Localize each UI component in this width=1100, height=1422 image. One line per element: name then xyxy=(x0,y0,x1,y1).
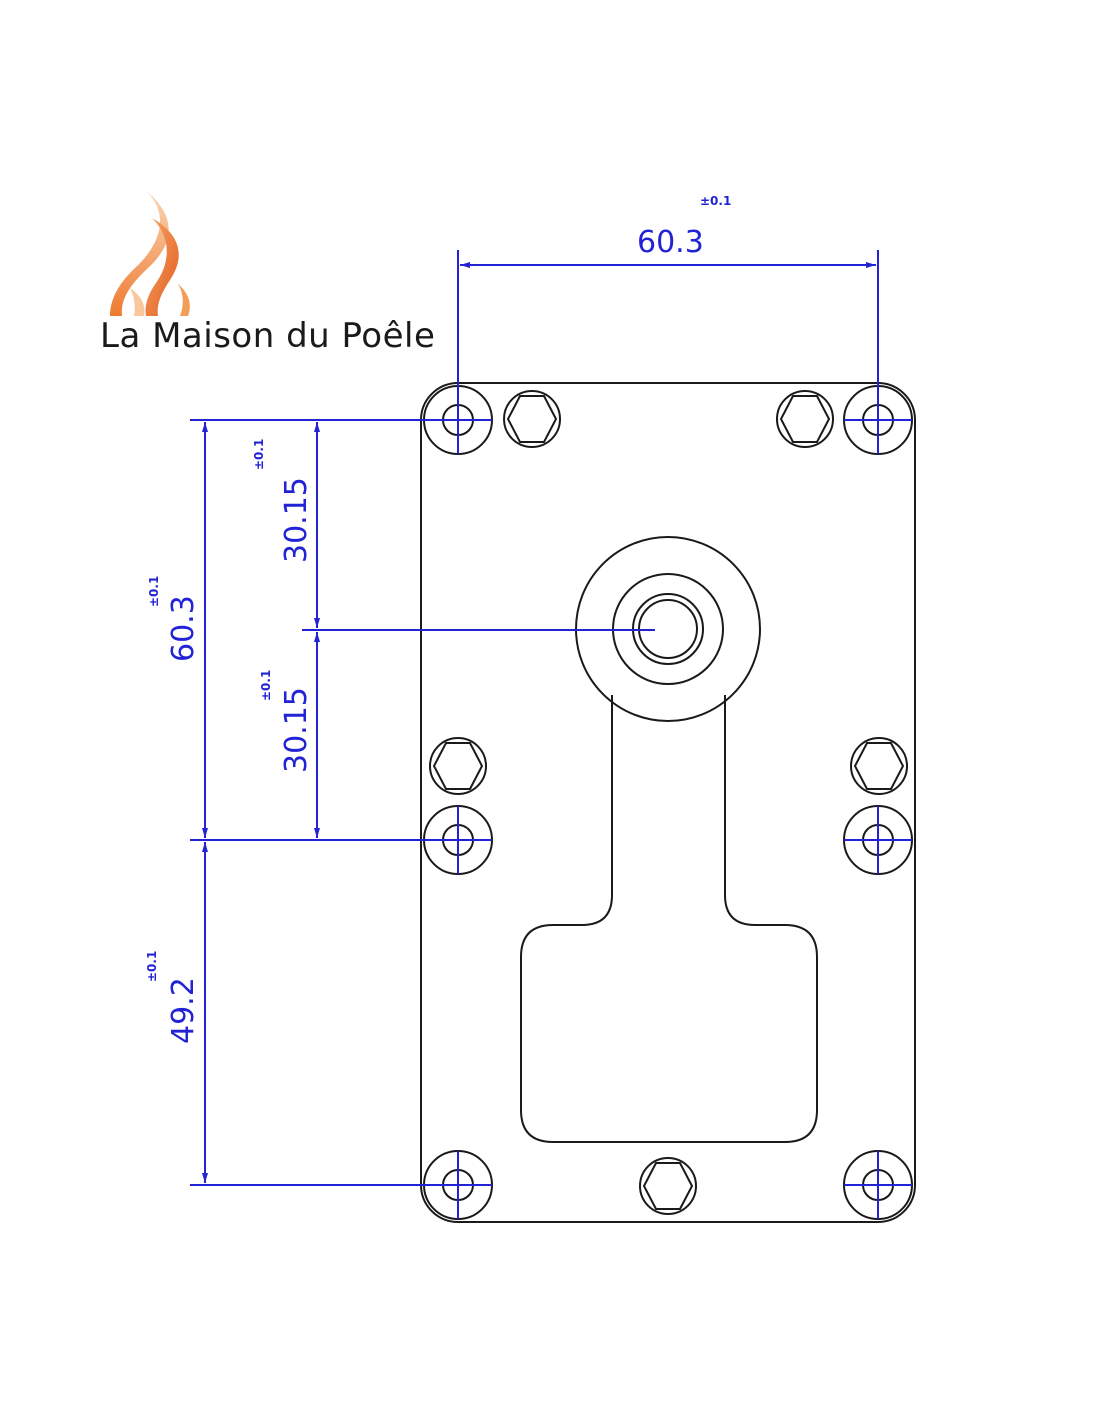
hex-bolt-top-right xyxy=(776,390,834,448)
center-lines xyxy=(424,386,912,1219)
hex-bolts xyxy=(429,390,908,1215)
dim-top-width-value: 60.3 xyxy=(637,225,704,260)
brand-name: La Maison du Poêle xyxy=(100,316,436,356)
hex-bolt-mid-right xyxy=(850,737,908,795)
dim-upper-half-value: 30.15 xyxy=(279,477,314,563)
mounting-plate xyxy=(420,382,916,1223)
hex-bolt-top-left xyxy=(503,390,561,448)
gearbox-outline xyxy=(420,382,916,1223)
inner-recess xyxy=(520,695,818,1143)
hex-bolt-mid-left xyxy=(429,737,487,795)
extension-lines xyxy=(190,250,879,1186)
dim-left-total-value: 60.3 xyxy=(166,595,201,662)
dimension-lines xyxy=(202,262,876,1183)
dim-bottom-span-value: 49.2 xyxy=(166,977,201,1044)
dim-lower-half-value: 30.15 xyxy=(279,687,314,773)
dim-top-width-tolerance: ±0.1 xyxy=(700,194,731,208)
dim-bottom-span-tolerance: ±0.1 xyxy=(145,951,159,982)
hex-bolt-bottom-center xyxy=(639,1157,697,1215)
flame-logo-icon xyxy=(110,190,190,316)
dim-lower-half-tolerance: ±0.1 xyxy=(259,670,273,701)
dim-left-total-tolerance: ±0.1 xyxy=(147,576,161,607)
dim-upper-half-tolerance: ±0.1 xyxy=(252,439,266,470)
mounting-holes xyxy=(423,385,913,1220)
